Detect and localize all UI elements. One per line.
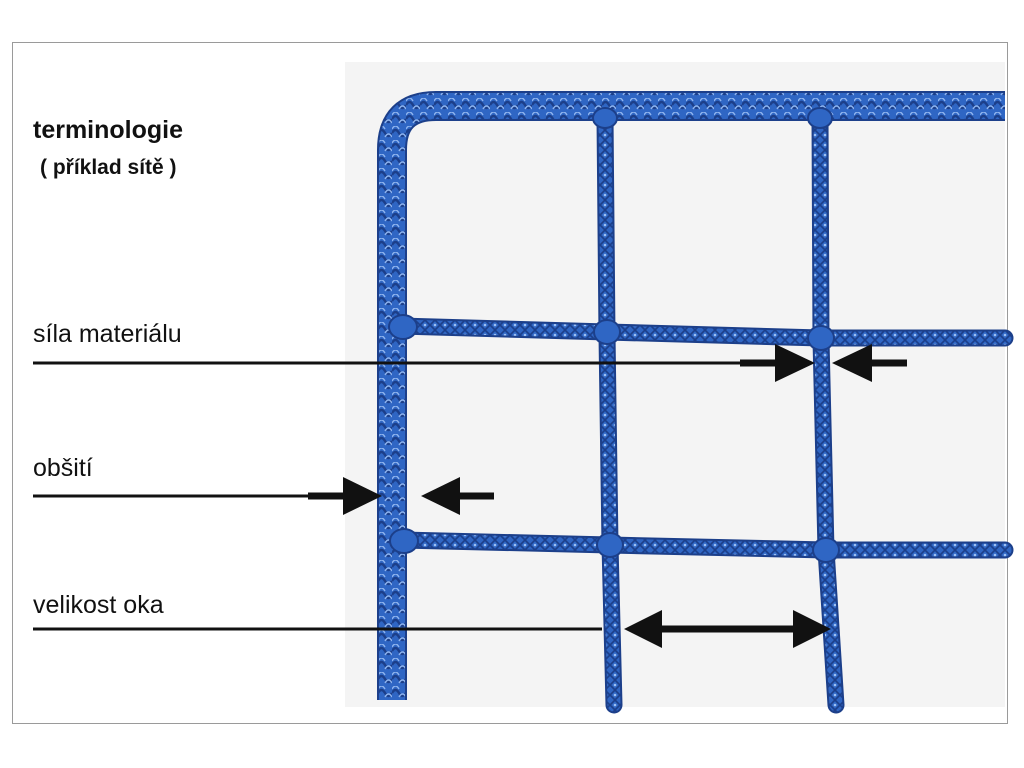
net-hem-rope <box>377 91 1005 700</box>
diagram-title: terminologie <box>33 116 184 144</box>
label-mesh-size: velikost oka <box>33 591 164 619</box>
label-hem: obšití <box>33 454 93 482</box>
net-photo-background <box>345 62 1005 707</box>
net-mesh-cords <box>391 109 1014 714</box>
diagram-subtitle: ( příklad sítě ) <box>40 156 177 179</box>
annotation-mesh-size <box>33 610 831 648</box>
net-knots <box>388 107 840 563</box>
label-material-thickness: síla materiálu <box>33 320 182 348</box>
annotation-hem <box>33 477 494 515</box>
annotation-material-thickness <box>33 344 907 382</box>
